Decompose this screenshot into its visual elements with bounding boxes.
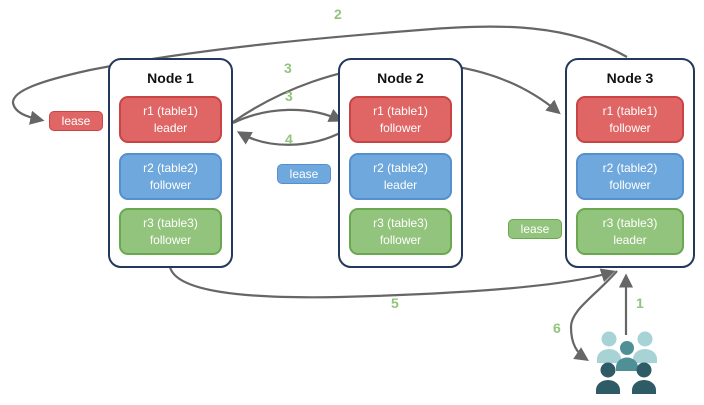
person-icon-dark-right — [632, 362, 656, 394]
range-label: r1 (table1) — [602, 104, 658, 119]
range-label: r3 (table3) — [373, 216, 428, 231]
person-icon-light-right — [633, 331, 657, 363]
range-box-r1: r1 (table1) follower — [349, 96, 452, 143]
range-role: follower — [609, 120, 651, 135]
range-role: leader — [383, 177, 418, 192]
lease-badge-r1: lease — [49, 111, 103, 131]
range-role: follower — [379, 232, 422, 247]
step-label-6: 6 — [553, 320, 561, 336]
person-icon-mid-center — [616, 341, 638, 371]
range-box-r2: r2 (table2) follower — [119, 153, 222, 200]
step-label-3a: 3 — [284, 60, 292, 76]
users-group-icon — [595, 329, 673, 400]
arrow-step2-node3-to-lease1 — [11, 25, 628, 125]
range-box-r1: r1 (table1) leader — [119, 96, 222, 143]
node-title: Node 1 — [147, 70, 194, 86]
range-label: r1 (table1) — [143, 104, 198, 119]
lease-badge-r3: lease — [508, 219, 562, 239]
range-box-r3: r3 (table3) follower — [349, 208, 452, 255]
range-box-r1: r1 (table1) follower — [576, 96, 684, 143]
range-role: follower — [609, 177, 651, 192]
arrow-step3-leader-to-node2 — [232, 108, 344, 124]
range-role: leader — [153, 120, 188, 135]
step-label-1: 1 — [636, 295, 644, 311]
step-label-5: 5 — [391, 295, 399, 311]
range-label: r2 (table2) — [143, 161, 198, 176]
node-title: Node 2 — [377, 70, 424, 86]
arrow-step5-node1-to-node3 — [168, 266, 616, 299]
step-label-2: 2 — [334, 6, 342, 22]
step-label-3b: 3 — [285, 88, 293, 104]
range-box-r2: r2 (table2) follower — [576, 153, 684, 200]
node-title: Node 3 — [606, 70, 654, 86]
step-label-4: 4 — [285, 131, 293, 147]
range-role: follower — [149, 177, 192, 192]
range-label: r1 (table1) — [373, 104, 428, 119]
range-box-r2: r2 (table2) leader — [349, 153, 452, 200]
range-label: r2 (table2) — [602, 161, 658, 176]
node-card-3: Node 3 r1 (table1) follower r2 (table2) … — [565, 58, 695, 268]
range-role: follower — [149, 232, 192, 247]
range-label: r3 (table3) — [143, 216, 198, 231]
range-label: r2 (table2) — [373, 161, 428, 176]
node-card-2: Node 2 r1 (table1) follower r2 (table2) … — [338, 58, 463, 268]
lease-badge-r2: lease — [277, 164, 331, 184]
range-role: follower — [379, 120, 422, 135]
person-icon-light-left — [597, 331, 621, 363]
range-role: leader — [613, 232, 647, 247]
range-box-r3: r3 (table3) leader — [576, 208, 684, 255]
person-icon-dark-left — [596, 362, 620, 394]
node-card-1: Node 1 r1 (table1) leader r2 (table2) fo… — [108, 58, 233, 268]
range-box-r3: r3 (table3) follower — [119, 208, 222, 255]
range-label: r3 (table3) — [602, 216, 658, 231]
